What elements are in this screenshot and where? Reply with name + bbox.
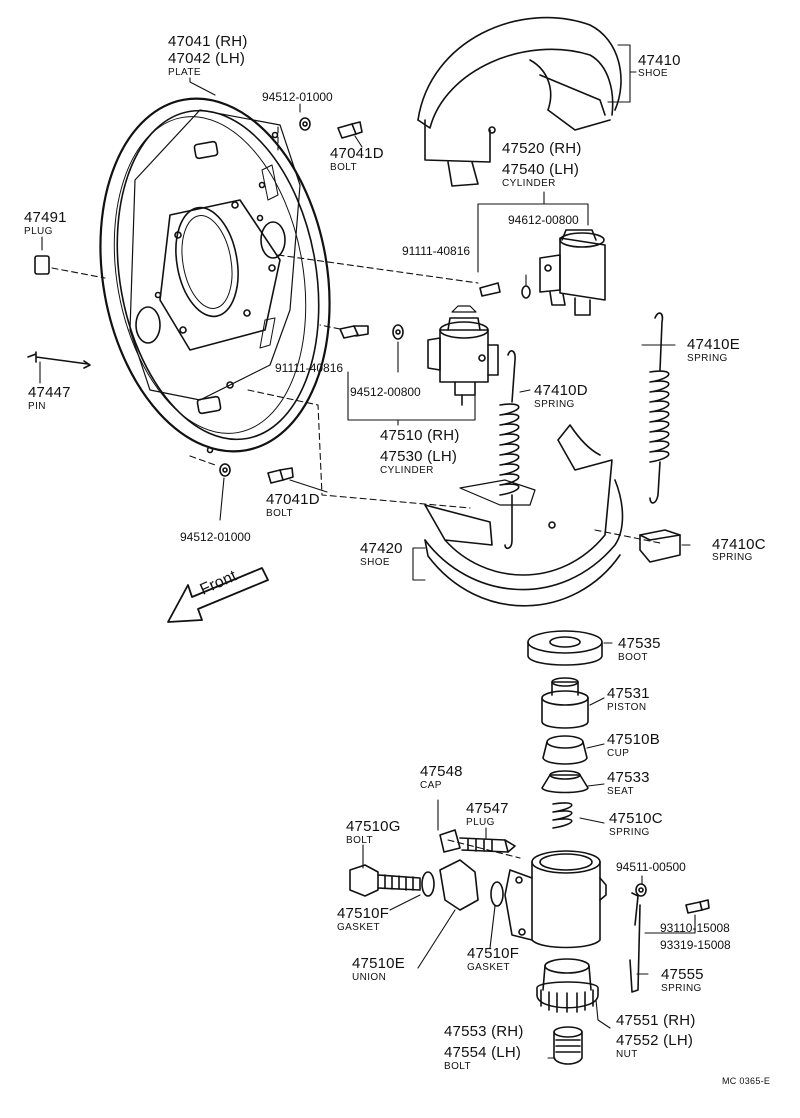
cylinder-rh-label: 47510 (RH): [380, 427, 460, 444]
spring-47410E: [650, 313, 669, 503]
plate-lh-label: 47042 (LH): [168, 50, 246, 67]
bolt-55-name: BOLT: [444, 1061, 471, 1072]
gasket1-name: GASKET: [337, 922, 380, 933]
leader-lines: [40, 45, 695, 1058]
wheel-cylinder-right: [480, 230, 605, 315]
spring-d-pn: 47410D: [534, 382, 588, 399]
front-arrow: [168, 568, 268, 622]
seat-47533: [542, 771, 588, 793]
boot-pn: 47535: [618, 635, 661, 652]
piston-47531: [542, 678, 588, 728]
washer2-label: 94612-00800: [508, 213, 579, 227]
shoe-bottom-pn: 47420: [360, 540, 403, 557]
bolt-g-pn: 47510G: [346, 818, 401, 835]
cylinder2-lh-label: 47540 (LH): [502, 161, 580, 178]
bolt-554-label: 47554 (LH): [444, 1044, 522, 1061]
lower-hardware: [537, 884, 709, 1064]
diagram-code: MC 0365-E: [722, 1076, 771, 1086]
bolt2-label: 91111-40816: [402, 244, 471, 258]
spring-e-name: SPRING: [687, 353, 728, 364]
shoe-lower: [425, 425, 680, 606]
bolt-g-name: BOLT: [346, 835, 373, 846]
nut-name-label: NUT: [616, 1049, 638, 1060]
cylinder2-rh-label: 47520 (RH): [502, 140, 582, 157]
cup-pn: 47510B: [607, 731, 660, 748]
union-assembly: [350, 830, 515, 910]
plate-rh-label: 47041 (RH): [168, 33, 248, 50]
union-name: UNION: [352, 972, 387, 983]
spring-c2-pn: 47510C: [609, 810, 663, 827]
shoe-upper: [418, 18, 621, 186]
screw-a-label: 93110-15008: [660, 921, 730, 935]
plate-name-label: PLATE: [168, 67, 201, 78]
nut-lh-label: 47552 (LH): [616, 1032, 694, 1049]
screw-b-label: 93319-15008: [660, 938, 731, 952]
cylinder2-name-label: CYLINDER: [502, 178, 556, 189]
hardware-left: [28, 118, 403, 483]
cylinder-lh-label: 47530 (LH): [380, 448, 458, 465]
cup-name: CUP: [607, 748, 630, 759]
cap-name: CAP: [420, 780, 442, 791]
boot-name: BOOT: [618, 652, 648, 663]
spring-d-name: SPRING: [534, 399, 575, 410]
cylinder-name-label: CYLINDER: [380, 465, 434, 476]
cup-47510B: [543, 736, 587, 764]
boot-47535: [528, 631, 602, 665]
union-pn: 47510E: [352, 955, 405, 972]
spring-e-pn: 47410E: [687, 336, 740, 353]
pin-name: PIN: [28, 401, 46, 412]
washer-top-label: 94512-01000: [262, 90, 333, 104]
pin-pn: 47447: [28, 384, 71, 401]
bleed-plug-pn: 47547: [466, 800, 509, 817]
nut-rh-label: 47551 (RH): [616, 1012, 696, 1029]
backing-plate: [74, 80, 356, 469]
spring-47510C: [553, 803, 572, 828]
plug-name: PLUG: [24, 226, 53, 237]
washer-mid-label: 94512-00800: [350, 385, 421, 399]
gasket2-name: GASKET: [467, 962, 510, 973]
bolt-553-label: 47553 (RH): [444, 1023, 524, 1040]
spring-555-name: SPRING: [661, 983, 702, 994]
shoe-top-name: SHOE: [638, 68, 668, 79]
bolt-bottom-name: BOLT: [266, 508, 293, 519]
plug-pn: 47491: [24, 209, 67, 226]
seat-name: SEAT: [607, 786, 634, 797]
bolt-bottom-pn: 47041D: [266, 491, 320, 508]
bleed-plug-name: PLUG: [466, 817, 495, 828]
piston-pn: 47531: [607, 685, 650, 702]
washer3-label: 94511-00500: [616, 860, 686, 874]
bolt-top-name: BOLT: [330, 162, 357, 173]
piston-name: PISTON: [607, 702, 647, 713]
washer-bottom-label: 94512-01000: [180, 530, 251, 544]
gasket1-pn: 47510F: [337, 905, 390, 922]
shoe-bottom-name: SHOE: [360, 557, 390, 568]
gasket2-pn: 47510F: [467, 945, 520, 962]
wheel-cylinder-left: [428, 306, 498, 405]
bolt-top-pn: 47041D: [330, 145, 384, 162]
seat-pn: 47533: [607, 769, 650, 786]
spring-c-pn: 47410C: [712, 536, 766, 553]
cap-pn: 47548: [420, 763, 463, 780]
bolt-mid-label: 91111-40816: [275, 361, 344, 375]
spring-555-pn: 47555: [661, 966, 704, 983]
shoe-top-pn: 47410: [638, 52, 681, 69]
cylinder-body: [505, 851, 606, 948]
spring-c2-name: SPRING: [609, 827, 650, 838]
spring-47410D: [500, 351, 519, 548]
spring-c-name: SPRING: [712, 552, 753, 563]
